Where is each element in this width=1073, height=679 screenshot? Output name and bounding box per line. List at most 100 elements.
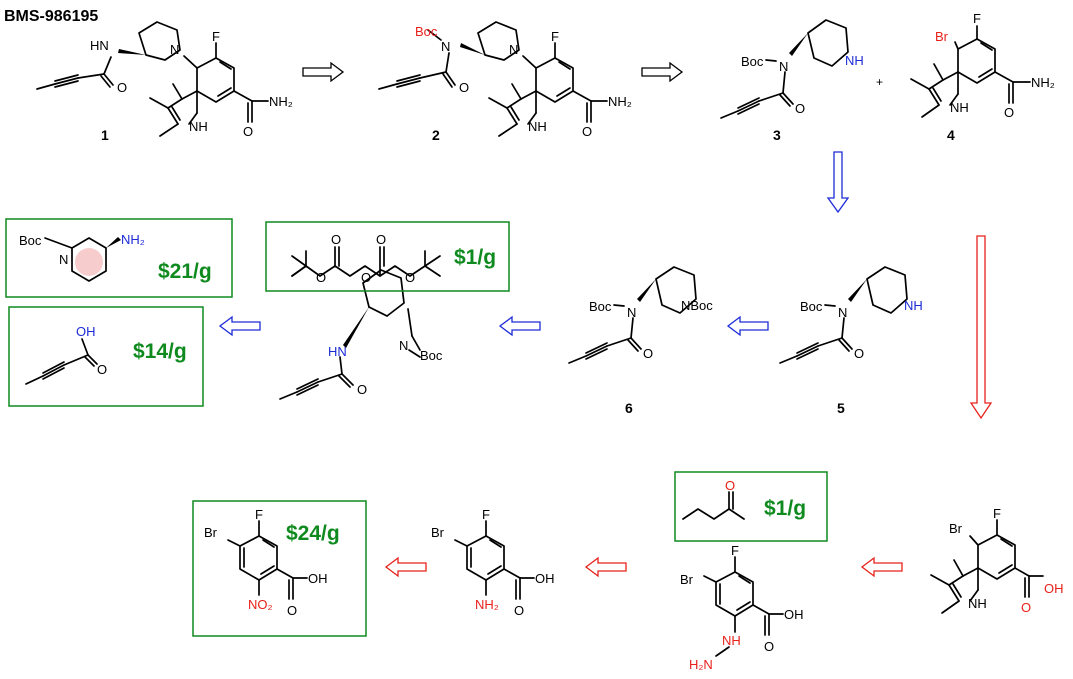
atom-n: N [509,42,518,57]
atom-nh2: NH₂ [269,94,293,109]
scheme-title: BMS-986195 [4,8,98,25]
compound-label-3: 3 [773,127,781,143]
atom-o: O [854,346,864,361]
retro-arrow-icon [219,316,261,336]
compound-1: HN N F O NH O NH₂ 1 [36,21,293,143]
piperidine-ring [71,237,107,282]
atom-nh: NH [968,596,987,611]
boc-amine-amide: HN N Boc O [279,269,443,400]
atom-boc: Boc [800,299,823,314]
price-butynoic: $14/g [133,340,187,363]
atom-hn: HN [328,344,347,359]
atom-n: N [399,338,408,353]
retro-arrow-icon [585,557,627,577]
indole-carboxylic-acid: Br F NH O OH [930,506,1064,615]
compound-label-6: 6 [625,400,633,416]
atom-oh: OH [76,324,96,339]
atom-n: N [441,39,450,54]
atom-f: F [993,506,1001,521]
retro-arrow-icon [727,316,769,336]
atom-br: Br [204,525,218,540]
atom-o: O [331,232,341,247]
atom-o: O [287,603,297,618]
atom-f: F [731,543,739,558]
price-box [265,221,510,292]
retro-arrow-icon [302,62,344,82]
atom-n: N [838,305,847,320]
price-box [674,471,828,542]
atom-f: F [255,507,263,522]
atom-f: F [973,11,981,26]
atom-h2n: H₂N [689,657,713,672]
atom-br: Br [935,29,949,44]
atom-o: O [795,101,805,116]
price-boc2o: $1/g [454,246,496,269]
plus-sign: + [876,75,883,89]
reagent-box-aminopiperidine: Boc N NH₂ $21/g [5,218,233,298]
atom-f: F [482,507,490,522]
compound-2: Boc N N F O NH O NH₂ 2 [378,21,632,143]
highlight-marker [75,248,103,276]
atom-boc: Boc [19,233,42,248]
atom-o: O [643,346,653,361]
retro-arrow-down-icon [969,235,993,420]
atom-nh2: NH₂ [608,94,632,109]
atom-nh: NH [722,633,741,648]
retro-arrow-icon [861,557,903,577]
atom-o: O [243,124,253,139]
compound-6: Boc N NBoc O 6 [568,266,713,416]
atom-o: O [1004,105,1014,120]
atom-nh: NH [189,119,208,134]
hydrazinyl-benzoic-acid: F Br OH O NH H₂N [680,543,804,672]
atom-nboc: NBoc [681,298,713,313]
compound-label-5: 5 [837,400,845,416]
price-box [5,218,233,298]
atom-oh: OH [535,571,555,586]
atom-n: N [170,42,179,57]
price-box [192,500,367,637]
atom-o: O [725,478,735,493]
atom-br: Br [431,525,445,540]
price-butanone: $1/g [764,497,806,520]
reagent-box-butanone: O $1/g [674,471,828,542]
atom-o: O [376,232,386,247]
retro-arrow-icon [499,316,541,336]
price-box [8,306,204,407]
atom-nh2: NH₂ [121,232,145,247]
atom-boc: Boc [741,54,764,69]
atom-nh: NH [845,53,864,68]
atom-hn: HN [90,38,109,53]
atom-o: O [316,270,326,285]
atom-o: O [97,362,107,377]
atom-f: F [551,29,559,44]
atom-n: N [59,252,68,267]
atom-o: O [764,639,774,654]
atom-br: Br [680,572,694,587]
atom-o: O [1021,600,1031,615]
atom-o: O [357,382,367,397]
atom-o: O [459,80,469,95]
atom-n: N [779,59,788,74]
atom-o: O [117,80,127,95]
amino-benzoic-acid: F Br OH O NH₂ [431,507,555,618]
atom-nh2: NH₂ [1031,75,1055,90]
compound-3: Boc N NH O 3 [720,19,864,143]
atom-o: O [361,270,371,285]
atom-oh: OH [308,571,328,586]
atom-o: O [582,124,592,139]
atom-n: N [627,305,636,320]
reagent-box-butynoic-acid: OH O $14/g [8,306,204,407]
atom-nh: NH [950,100,969,115]
atom-f: F [212,29,220,44]
reagent-box-boc2o: O O O O O $1/g [265,221,510,292]
compound-5: Boc N NH O 5 [779,266,923,416]
atom-oh: OH [784,607,804,622]
retro-arrow-down-icon [826,151,850,214]
compound-label-2: 2 [432,127,440,143]
reagent-box-nitro-benzoic-acid: F Br OH O NO₂ $24/g [192,500,367,637]
atom-boc: Boc [415,24,438,39]
compound-label-1: 1 [101,127,109,143]
atom-nh: NH [904,298,923,313]
atom-br: Br [949,521,963,536]
